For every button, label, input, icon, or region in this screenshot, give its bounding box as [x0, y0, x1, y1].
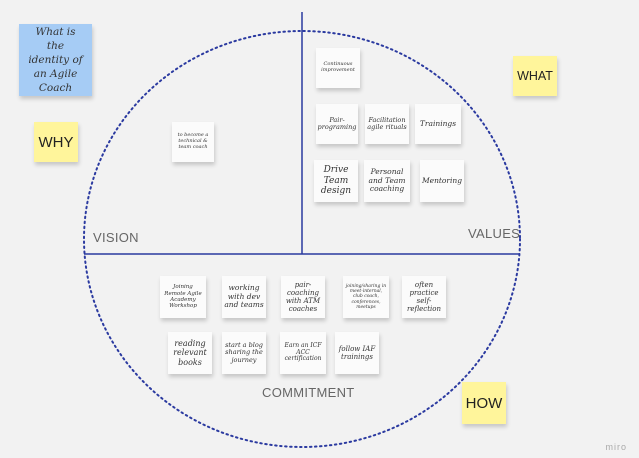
vision-note[interactable]: to become a technical & team coach — [172, 122, 214, 162]
what-note[interactable]: WHAT — [513, 56, 557, 96]
how-note-text: HOW — [465, 394, 503, 412]
commitment-note[interactable]: Joining Remote Agile Academy Workshop — [160, 276, 206, 318]
what-note-text: WHAT — [517, 69, 553, 83]
how-note[interactable]: HOW — [462, 382, 506, 424]
commitment-label: COMMITMENT — [262, 385, 355, 400]
title-note[interactable]: What is the identity of an Agile Coach — [19, 24, 92, 96]
values-note[interactable]: Pair-programing — [316, 104, 358, 144]
values-note[interactable]: Mentoring — [420, 160, 464, 202]
commitment-note[interactable]: reading relevant books — [168, 332, 212, 374]
values-note[interactable]: Facilitation agile rituals — [365, 104, 409, 144]
values-note[interactable]: Drive Team design — [314, 160, 358, 202]
commitment-note[interactable]: pair-coaching with ATM coaches — [281, 276, 325, 318]
miro-watermark: miro — [605, 442, 627, 452]
commitment-note[interactable]: Earn an ICF ACC certification — [280, 332, 326, 374]
values-note[interactable]: Personal and Team coaching — [364, 160, 410, 202]
values-note[interactable]: Continuous improvement — [316, 48, 360, 88]
commitment-note[interactable]: start a blog sharing the journey — [222, 332, 266, 374]
title-note-text: What is the identity of an Agile Coach — [28, 25, 83, 95]
values-label: VALUES — [468, 226, 521, 241]
why-note[interactable]: WHY — [34, 122, 78, 162]
why-note-text: WHY — [38, 133, 74, 151]
vision-label: VISION — [93, 230, 139, 245]
commitment-note[interactable]: working with dev and teams — [222, 276, 266, 318]
commitment-note[interactable]: joining/sharing in meet-internal, club c… — [343, 276, 389, 318]
values-note[interactable]: Trainings — [415, 104, 461, 144]
commitment-note[interactable]: often practice self-reflection — [402, 276, 446, 318]
identity-circle — [83, 30, 521, 448]
commitment-note[interactable]: follow IAF trainings — [335, 332, 379, 374]
